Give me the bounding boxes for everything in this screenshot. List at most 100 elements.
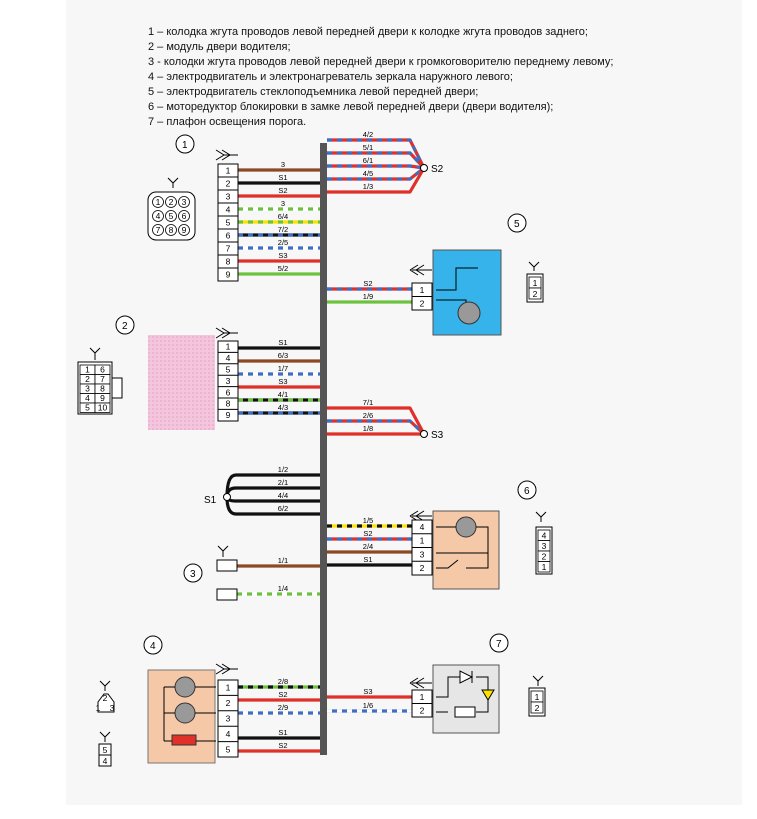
c1-face-cell — [152, 224, 164, 236]
component-2-marker — [115, 315, 135, 335]
c1-face-label: 8 — [169, 225, 174, 235]
c2-face-label: 9 — [100, 393, 105, 403]
wire-label-c4-3: 2/9 — [278, 703, 288, 712]
wire-s2-1 — [327, 138, 426, 169]
c5-face-label: 1 — [533, 278, 538, 288]
c4-face-b-cell — [98, 754, 112, 767]
mirror-heater-icon — [171, 734, 197, 746]
wire-label-c6-2: S2 — [363, 529, 372, 538]
wire-label-c2-3: 1/7 — [278, 364, 288, 373]
wire-label-s2-2: 5/1 — [363, 143, 373, 152]
c4-pin-label: 2 — [226, 698, 231, 708]
wire-label-c7-1: S3 — [363, 687, 372, 696]
wire-label-c6-3: 2/4 — [363, 542, 373, 551]
c4-pin-label: 3 — [226, 714, 231, 724]
wire-label-c1-1: 3 — [281, 160, 285, 169]
c2-pin-label: 1 — [226, 342, 231, 352]
wire-label-c1-7: 2/5 — [278, 238, 288, 247]
c7-face-cell — [530, 701, 544, 714]
c1-face-label: 3 — [182, 197, 187, 207]
c6-face-cell — [537, 561, 551, 573]
component-1-marker — [175, 134, 195, 154]
legend-line-1: 1 – колодка жгута проводов левой передне… — [148, 26, 588, 38]
wire-s2-3-stripe — [327, 164, 425, 170]
lock-actuator-wiring — [436, 526, 489, 569]
wire-s3-2 — [327, 419, 426, 436]
c6-face-label: 1 — [542, 562, 547, 572]
resistor-icon — [454, 706, 476, 718]
connector-3-pin-a — [216, 559, 238, 572]
connector-5-symbol-icon — [409, 264, 432, 276]
c1-face-cell — [165, 224, 177, 236]
connector-1-block — [217, 163, 239, 282]
wire-label-s1-4: 6/2 — [278, 504, 288, 513]
c2-face-label: 10 — [98, 403, 108, 413]
c6-pin-label: 3 — [420, 549, 425, 559]
connector-2-latch — [111, 377, 123, 399]
legend-line-7: 7 – плафон освещения порога. — [148, 116, 306, 128]
wire-label-s2-5: 1/3 — [363, 182, 373, 191]
wire-label-s1-3: 4/4 — [278, 491, 288, 500]
c2-face-label: 1 — [85, 365, 90, 375]
wire-label-s3-3: 1/8 — [363, 424, 373, 433]
wire-s3-2-stripe — [327, 419, 426, 436]
c1-pin-label: 2 — [226, 179, 231, 189]
wire-label-c3-1: 1/1 — [278, 556, 288, 565]
splice-s1-node — [223, 493, 231, 501]
c2-pin-label: 3 — [226, 376, 231, 386]
c2-face-label: 7 — [100, 374, 105, 384]
wire-s2-5-base — [327, 167, 426, 194]
main-harness — [320, 143, 327, 755]
c1-face-cell — [178, 224, 190, 236]
c2-face-label: 8 — [100, 384, 105, 394]
c6-face-label: 3 — [542, 541, 547, 551]
window-motor-icon — [457, 301, 481, 325]
wire-s2-1-stripe — [327, 138, 426, 169]
mirror-unit-wiring — [163, 686, 216, 742]
c4-face-b-label: 4 — [103, 756, 108, 766]
connector-4-face-a-symbol-icon — [99, 680, 111, 691]
wire-label-c4-1: 2/8 — [278, 677, 288, 686]
wire-label-s2-3: 6/1 — [363, 156, 373, 165]
wire-label-s1-2: 2/1 — [278, 478, 288, 487]
component-5-marker — [507, 213, 527, 233]
c4-pin-label: 1 — [226, 683, 231, 693]
c1-face-label: 7 — [156, 225, 161, 235]
component-3-marker — [183, 563, 203, 583]
connector-2-symbol-icon — [215, 327, 238, 339]
wire-label-c1-4: 3 — [281, 199, 285, 208]
legend-line-2: 2 – модуль двери водителя; — [148, 41, 291, 53]
c1-face-label: 4 — [156, 211, 161, 221]
c1-pin-label: 8 — [226, 257, 231, 267]
c7-face-label: 1 — [535, 692, 540, 702]
c2-pin-label: 9 — [226, 410, 231, 420]
c5-pin-label: 1 — [420, 285, 425, 295]
legend: 1 – колодка жгута проводов левой передне… — [148, 26, 613, 128]
c1-pin-label: 9 — [226, 270, 231, 280]
door-module-body — [148, 335, 215, 430]
c1-face-label: 6 — [182, 211, 187, 221]
c1-face-label: 2 — [169, 197, 174, 207]
wire-s2-4-stripe — [327, 166, 425, 181]
legend-line-3: 3 - колодки жгута проводов левой передне… — [148, 56, 613, 68]
wire-label-s2-4: 4/5 — [363, 169, 373, 178]
wire-label-c5-1: S2 — [363, 279, 372, 288]
c1-face-cell — [178, 210, 190, 222]
c4-face-a-label: 3 — [110, 703, 115, 713]
connector-1-face-symbol-icon — [167, 177, 179, 188]
wire-label-c4-2: S2 — [278, 690, 287, 699]
wire-label-c2-6: 4/3 — [278, 403, 288, 412]
connector-2-face-symbol-icon — [89, 347, 101, 360]
connector-4-face-b-symbol-icon — [99, 731, 111, 742]
c1-face-label: 9 — [182, 225, 187, 235]
c2-face-label: 3 — [85, 384, 90, 394]
wire-label-c2-1: S1 — [278, 338, 287, 347]
wire-s2-5 — [327, 167, 426, 194]
c1-pin-label: 3 — [226, 192, 231, 202]
connector-1-symbol-icon — [215, 149, 238, 161]
sill-light-wiring — [436, 676, 489, 713]
c6-pin-label: 1 — [420, 536, 425, 546]
c4-pin-label: 5 — [226, 744, 231, 754]
wire-label-s3-2: 2/6 — [363, 411, 373, 420]
c1-pin-label: 4 — [226, 205, 231, 215]
